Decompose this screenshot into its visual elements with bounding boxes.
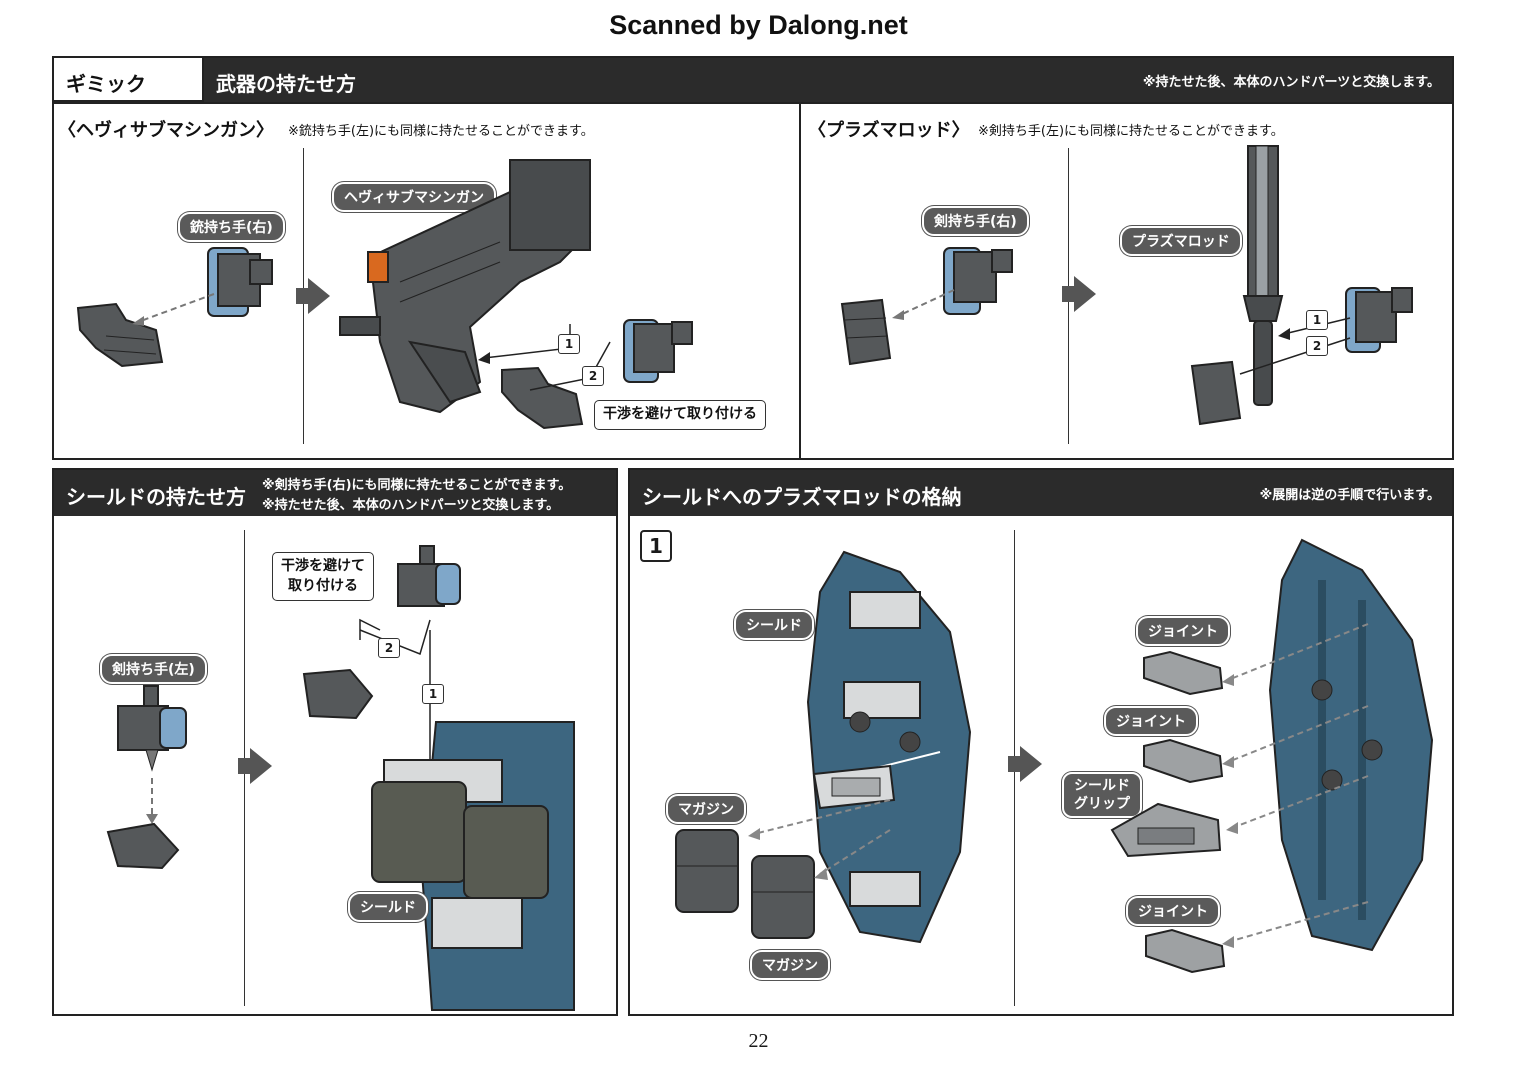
shield-hold-hand-label: 剣持ち手(左)	[100, 654, 207, 684]
gimmick-tag-text: ギミック	[66, 72, 146, 96]
smg-step1-marker: 1	[558, 334, 580, 354]
shield-hold-shield-label: シールド	[348, 892, 428, 922]
smg-weapon-label: ヘヴィサブマシンガン	[332, 182, 496, 212]
storage-shield-illustration-2	[1268, 538, 1434, 952]
smg-hand-label: 銃持ち手(右)	[178, 212, 285, 242]
shield-hold-note1: ※剣持ち手(右)にも同様に持たせることができます。	[262, 478, 572, 493]
shield-hold-step1-marker: 1	[422, 684, 444, 704]
rod-weapon-illustration	[1242, 145, 1284, 406]
smg-step2-marker: 2	[582, 366, 604, 386]
smg-callout: 干渉を避けて取り付ける	[594, 400, 766, 430]
storage-joint-label-2: ジョイント	[1104, 706, 1198, 736]
smg-assembly-lines	[478, 324, 611, 391]
storage-shield-label: シールド	[734, 610, 814, 640]
shield-hold-fist-illustration	[106, 822, 180, 870]
shield-hold-header: シールドの持たせ方 ※剣持ち手(右)にも同様に持たせることができます。 ※持たせ…	[54, 470, 616, 516]
rod-hand-illustration	[943, 247, 1013, 315]
rod-step2-marker: 2	[1306, 336, 1328, 356]
storage-grip-illustration	[812, 764, 896, 810]
rod-note: ※剣持ち手(左)にも同様に持たせることができます。	[978, 124, 1284, 139]
rod-hand-label: 剣持ち手(右)	[922, 206, 1029, 236]
smg-fist-illustration	[76, 302, 164, 368]
gimmick-title: 武器の持たせ方	[216, 72, 356, 96]
shield-hold-title: シールドの持たせ方	[66, 485, 246, 509]
shield-hold-step-arrow	[238, 748, 272, 784]
rod-fist-illustration-2	[1190, 360, 1242, 426]
section-divider	[799, 104, 801, 458]
storage-grip-illustration-2	[1110, 802, 1222, 858]
shield-hold-callout-line2: 取り付ける	[288, 577, 358, 594]
rod-weapon-label: プラズマロッド	[1120, 226, 1242, 256]
gimmick-note: ※持たせた後、本体のハンドパーツと交換します。	[1142, 75, 1440, 90]
shield-hold-callout: 干渉を避けて 取り付ける	[272, 552, 374, 602]
storage-joint-label-1: ジョイント	[1136, 616, 1230, 646]
rod-step1-marker: 1	[1306, 310, 1328, 330]
gimmick-tag: ギミック	[54, 58, 204, 102]
storage-grip-label-line2: グリップ	[1074, 796, 1130, 813]
storage-joint-label-3: ジョイント	[1126, 896, 1220, 926]
shield-hold-note2: ※持たせた後、本体のハンドパーツと交換します。	[262, 498, 560, 513]
rod-assembly-lines	[1239, 317, 1351, 375]
shield-hold-hand-illustration	[117, 685, 187, 772]
shield-hold-dashed-arrow	[146, 778, 158, 824]
smg-weapon-illustration	[339, 159, 592, 414]
storage-joint-1	[1143, 650, 1224, 696]
shield-hold-hand-top	[397, 545, 461, 607]
storage-step-number: 1	[640, 530, 672, 562]
smg-hand-illustration	[207, 247, 273, 317]
storage-note: ※展開は逆の手順で行います。	[1259, 488, 1440, 503]
smg-hand-illustration-2	[623, 319, 693, 383]
smg-note: ※銃持ち手(左)にも同様に持たせることができます。	[288, 124, 594, 139]
storage-grip-label-line1: シールド	[1074, 778, 1130, 794]
smg-dashed-arrow	[132, 293, 215, 326]
page-number: 22	[748, 1030, 769, 1052]
storage-magazine-label-1: マガジン	[666, 794, 746, 824]
rod-title: 〈プラズマロッド〉	[808, 120, 970, 141]
storage-step-arrow	[1008, 746, 1042, 782]
storage-joint-3	[1145, 928, 1226, 974]
storage-shield-illustration	[806, 550, 972, 944]
storage-joint-arrows	[1222, 623, 1369, 948]
smg-fist-illustration-2	[501, 366, 584, 430]
storage-grip-label: シールド グリップ	[1062, 772, 1142, 819]
smg-title: 〈ヘヴィサブマシンガン〉	[58, 120, 274, 141]
storage-title: シールドへのプラズマロッドの格納	[642, 485, 962, 509]
storage-joint-2	[1143, 738, 1224, 784]
shield-hold-fist-top	[302, 668, 374, 720]
storage-magazine-arrows	[748, 799, 891, 880]
smg-step-arrow	[296, 278, 330, 314]
gimmick-header-rule	[54, 102, 1452, 104]
storage-magazine-label-2: マガジン	[750, 950, 830, 980]
shield-hold-step2-marker: 2	[378, 638, 400, 658]
rod-fist-illustration	[840, 298, 892, 366]
shield-hold-shield-illustration	[371, 721, 575, 1011]
rod-hand-illustration-2	[1345, 287, 1413, 353]
shield-hold-callout-line1: 干渉を避けて	[281, 558, 365, 574]
rod-step-arrow	[1062, 276, 1096, 312]
storage-magazine-2	[751, 855, 815, 939]
gimmick-header: 武器の持たせ方 ※持たせた後、本体のハンドパーツと交換します。	[204, 58, 1452, 102]
storage-magazine-1	[675, 829, 739, 913]
scan-title: Scanned by Dalong.net	[609, 10, 908, 40]
rod-dashed-arrow	[892, 289, 955, 320]
storage-header: シールドへのプラズマロッドの格納 ※展開は逆の手順で行います。	[630, 470, 1452, 516]
